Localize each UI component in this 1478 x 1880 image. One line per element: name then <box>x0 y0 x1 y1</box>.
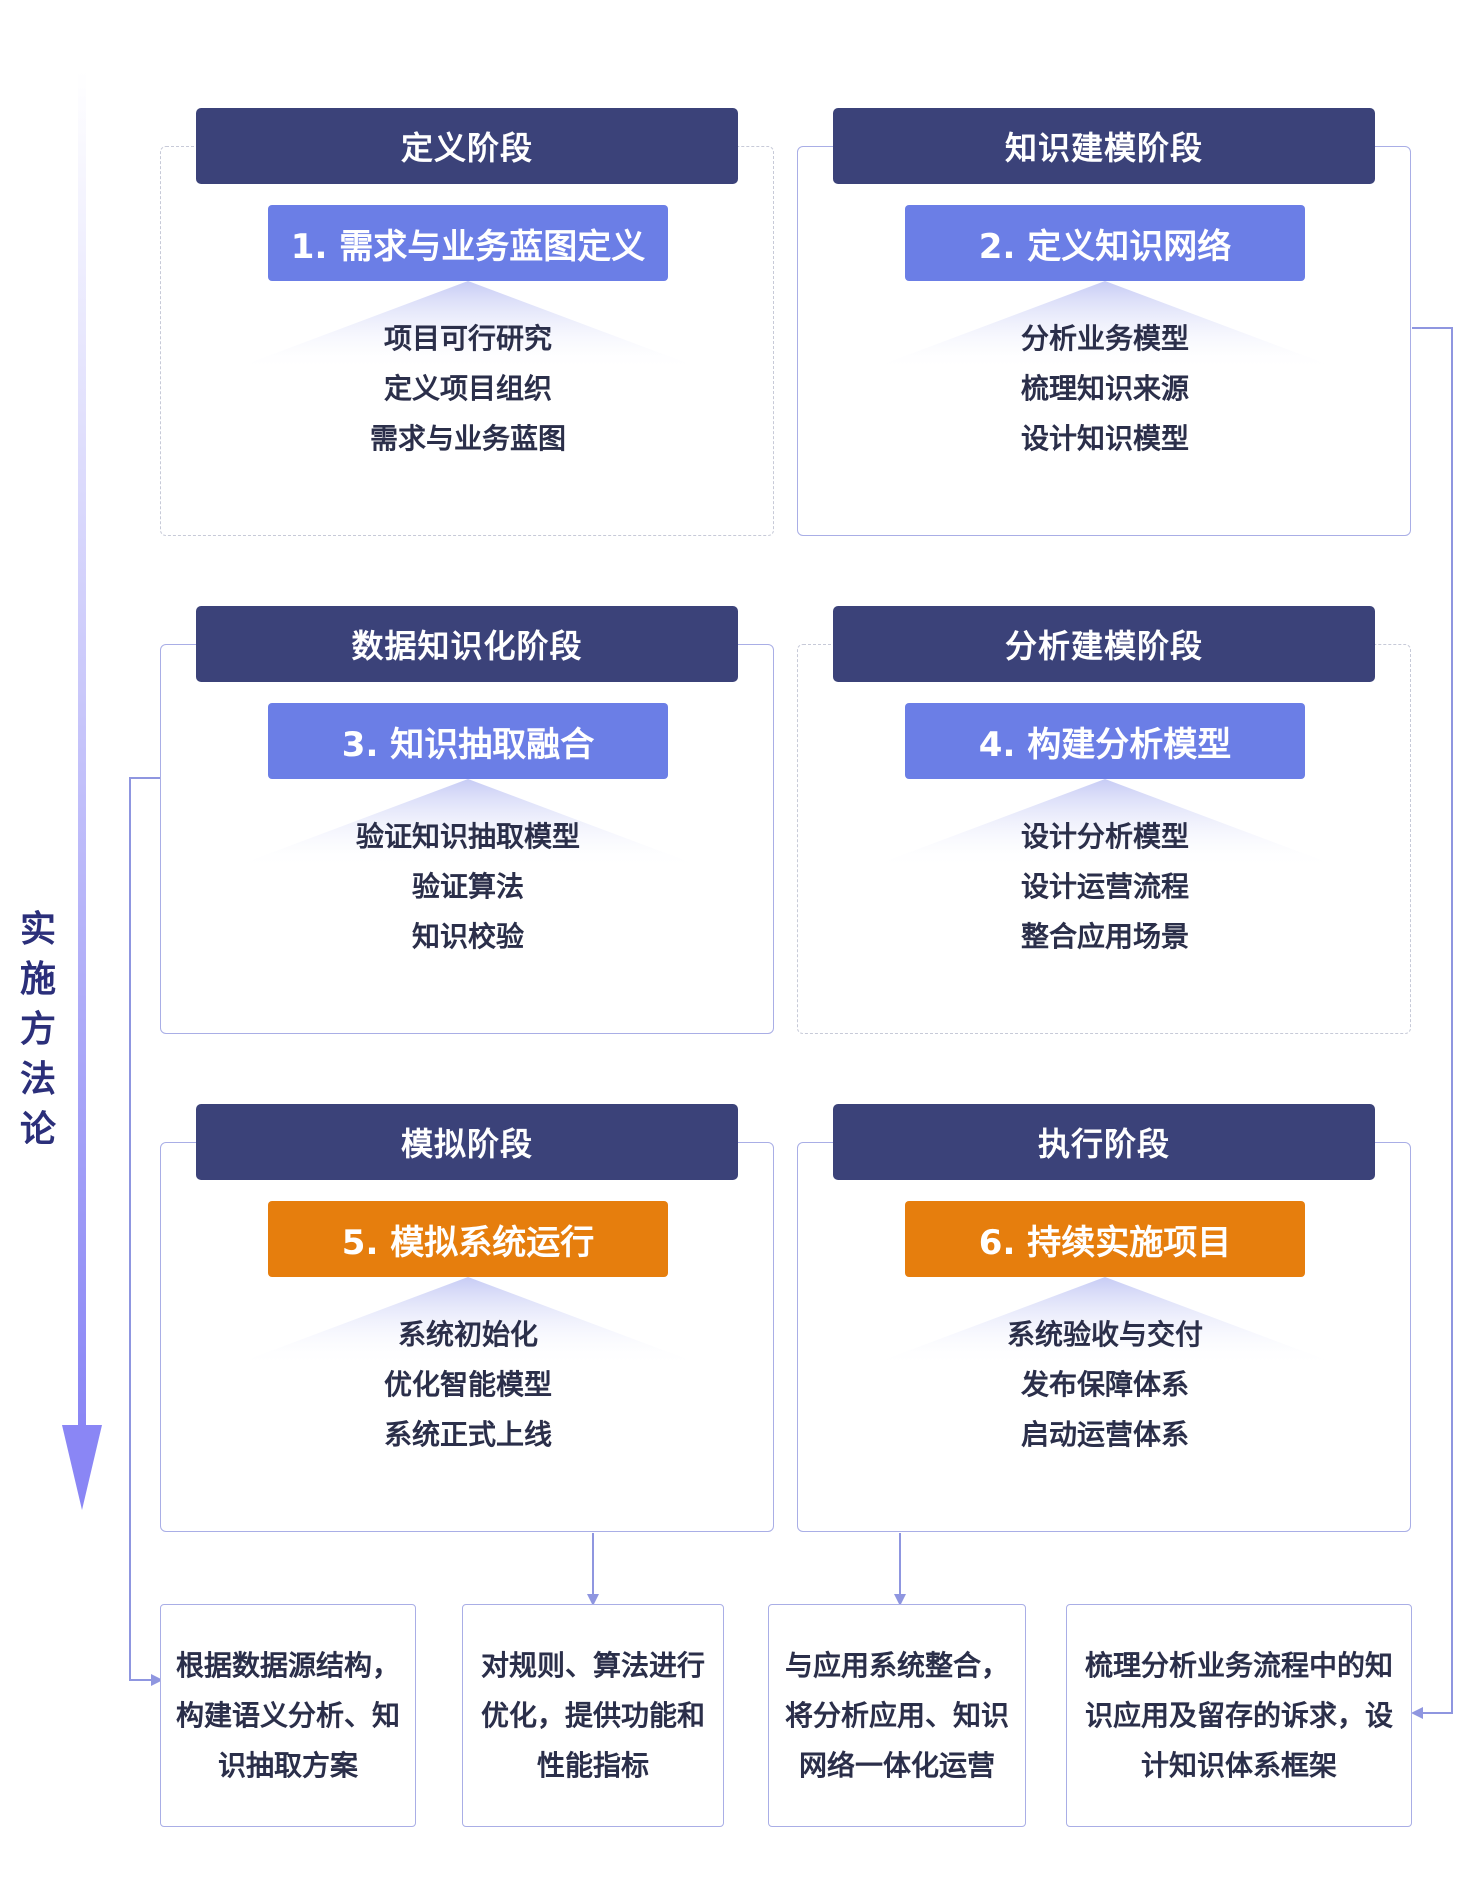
outcome-text: 与应用系统整合， 将分析应用、知识 网络一体化运营 <box>784 1648 1009 1782</box>
connector-phase3-outcome1 <box>129 777 163 1686</box>
outcome-text: 根据数据源结构， 构建语义分析、知 识抽取方案 <box>175 1648 400 1782</box>
methodology-label: 实施方法论 <box>19 909 56 1150</box>
task-item: 系统初始化 <box>397 1318 538 1351</box>
task-item: 启动运营体系 <box>1020 1418 1189 1451</box>
phase-header-1: 定义阶段 <box>196 108 738 184</box>
fan-shape-6 <box>865 1277 1345 1367</box>
task-item: 发布保障体系 <box>1020 1368 1189 1401</box>
fan-shape-2 <box>865 281 1345 371</box>
phase-header-4: 分析建模阶段 <box>833 606 1375 682</box>
outcome-text: 对规则、算法进行 优化，提供功能和 性能指标 <box>480 1648 705 1782</box>
task-list-1: 项目可行研究 定义项目组织 需求与业务蓝图 <box>228 314 708 464</box>
fan-shape-3 <box>228 779 708 869</box>
phase-header-3: 数据知识化阶段 <box>196 606 738 682</box>
step-pill-3: 3. 知识抽取融合 <box>268 703 668 779</box>
task-item: 设计知识模型 <box>1020 422 1189 455</box>
phase-header-5: 模拟阶段 <box>196 1104 738 1180</box>
fan-shape-1 <box>228 281 708 371</box>
task-list-2: 分析业务模型 梳理知识来源 设计知识模型 <box>865 314 1345 464</box>
task-item: 梳理知识来源 <box>1020 372 1189 405</box>
task-item: 项目可行研究 <box>383 322 552 355</box>
main-arrow-shaft <box>78 70 86 1430</box>
phase-header-2: 知识建模阶段 <box>833 108 1375 184</box>
step-pill-5: 5. 模拟系统运行 <box>268 1201 668 1277</box>
task-item: 系统验收与交付 <box>1006 1318 1203 1351</box>
task-list-3: 验证知识抽取模型 验证算法 知识校验 <box>228 812 708 962</box>
task-list-4: 设计分析模型 设计运营流程 整合应用场景 <box>865 812 1345 962</box>
task-item: 系统正式上线 <box>383 1418 552 1451</box>
task-item: 整合应用场景 <box>1020 920 1189 953</box>
outcome-box-2: 对规则、算法进行 优化，提供功能和 性能指标 <box>462 1604 724 1827</box>
task-item: 知识校验 <box>411 920 524 953</box>
task-item: 设计分析模型 <box>1020 820 1189 853</box>
connector-phase2-outcome4 <box>1411 327 1453 1719</box>
step-pill-4: 4. 构建分析模型 <box>905 703 1305 779</box>
step-pill-2: 2. 定义知识网络 <box>905 205 1305 281</box>
task-item: 分析业务模型 <box>1020 322 1189 355</box>
task-item: 设计运营流程 <box>1020 870 1189 903</box>
outcome-text: 梳理分析业务流程中的知 识应用及留存的诉求，设 计知识体系框架 <box>1084 1648 1393 1782</box>
fan-shape-4 <box>865 779 1345 869</box>
task-item: 验证知识抽取模型 <box>355 820 580 853</box>
main-arrow-head <box>62 1425 102 1510</box>
step-pill-6: 6. 持续实施项目 <box>905 1201 1305 1277</box>
task-item: 优化智能模型 <box>383 1368 552 1401</box>
task-item: 验证算法 <box>411 870 524 903</box>
step-pill-1: 1. 需求与业务蓝图定义 <box>268 205 668 281</box>
outcome-box-1: 根据数据源结构， 构建语义分析、知 识抽取方案 <box>160 1604 416 1827</box>
task-list-5: 系统初始化 优化智能模型 系统正式上线 <box>228 1310 708 1460</box>
outcome-box-4: 梳理分析业务流程中的知 识应用及留存的诉求，设 计知识体系框架 <box>1066 1604 1412 1827</box>
phase-header-6: 执行阶段 <box>833 1104 1375 1180</box>
fan-shape-5 <box>228 1277 708 1367</box>
task-item: 定义项目组织 <box>383 372 552 405</box>
task-list-6: 系统验收与交付 发布保障体系 启动运营体系 <box>865 1310 1345 1460</box>
outcome-box-3: 与应用系统整合， 将分析应用、知识 网络一体化运营 <box>768 1604 1026 1827</box>
task-item: 需求与业务蓝图 <box>369 422 566 455</box>
